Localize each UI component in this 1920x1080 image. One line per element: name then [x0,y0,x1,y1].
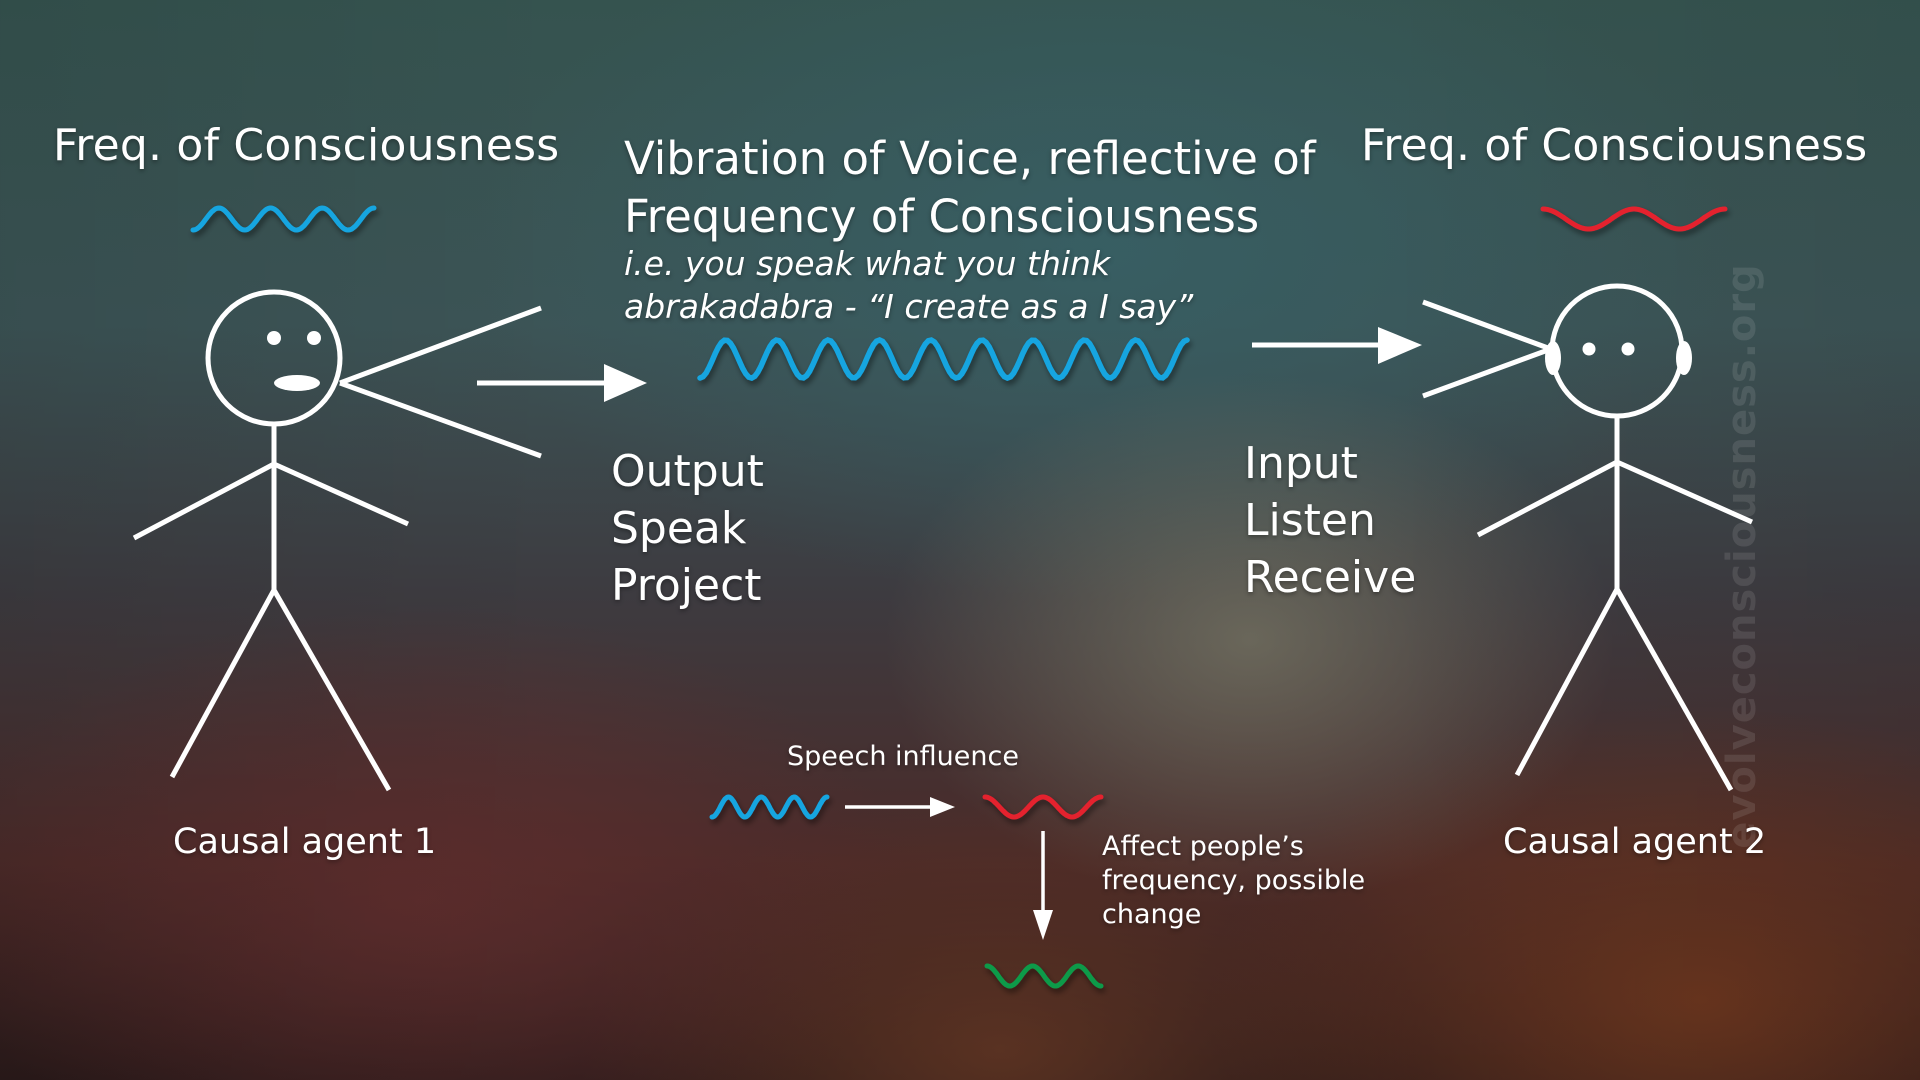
leg-right [271,588,392,792]
eye-left [1582,342,1596,356]
affect-note-line2: frequency, possible [1102,865,1366,896]
output-label: Output [611,446,764,497]
right-frequency-title: Freq. of Consciousness [1361,120,1868,171]
mouth [274,375,320,391]
eye-right [1621,342,1635,356]
listen-label: Listen [1244,495,1376,546]
hearing-line-upper [1422,299,1549,351]
hearing-line-lower [1422,347,1549,399]
receive-label: Receive [1244,552,1417,603]
arm-left [132,461,276,541]
arm-right [272,461,410,527]
arrow-right-output-icon [477,364,647,402]
wave-icon-listener-small [982,794,1104,820]
input-label-list: Input Listen Receive [1244,435,1416,606]
head [205,289,343,427]
voice-vibration-title-line2: Frequency of Consciousness [624,190,1260,243]
ear-right [1676,341,1692,375]
leg-right [1614,587,1734,792]
wave-icon-changed-small [984,963,1104,989]
eye-left [267,331,281,345]
causal-agent-2-label: Causal agent 2 [1503,822,1767,862]
voice-line-upper [339,305,542,386]
wave-icon-speaker-small [709,794,830,820]
input-label: Input [1244,438,1358,489]
arm-right [1615,459,1754,525]
voice-vibration-title-line1: Vibration of Voice, reflective of [624,132,1316,185]
wave-icon-voice-vibration [697,337,1190,381]
stick-figure-speaker [132,289,542,792]
left-frequency-title: Freq. of Consciousness [53,120,560,171]
voice-subtitle-line1: i.e. you speak what you think [624,244,1111,283]
ear-left [1545,341,1561,375]
affect-note-line1: Affect people’s [1102,831,1304,862]
wave-icon-right-frequency [1540,206,1728,232]
speech-influence-label: Speech influence [787,741,1019,772]
leg-left [169,588,277,779]
output-label-list: Output Speak Project [611,443,764,614]
speak-label: Speak [611,503,747,554]
affect-note-line3: change [1102,899,1202,930]
project-label: Project [611,560,762,611]
head [1549,283,1685,419]
leg-left [1514,587,1620,777]
arm-left [1476,459,1619,538]
voice-subtitle-line2: abrakadabra - “I create as a I say” [624,287,1194,326]
eye-right [307,331,321,345]
arrow-right-influence-icon [845,797,955,817]
arrow-down-change-icon [1033,831,1053,940]
causal-agent-1-label: Causal agent 1 [173,822,437,862]
stick-figure-listener [1422,283,1754,792]
arrow-right-input-icon [1252,327,1422,364]
voice-line-lower [339,380,542,459]
affect-frequency-note: Affect people’s frequency, possible chan… [1102,830,1365,932]
wave-icon-left-frequency [190,205,377,233]
